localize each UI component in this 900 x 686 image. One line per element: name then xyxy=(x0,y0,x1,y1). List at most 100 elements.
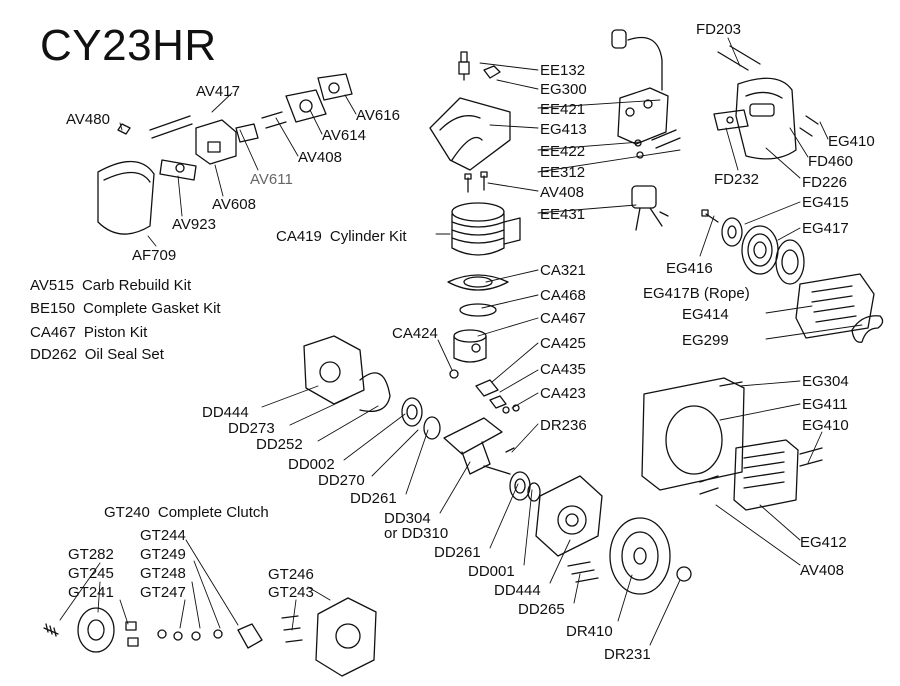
part-label: EG304 xyxy=(802,373,849,390)
cylinder xyxy=(451,202,521,256)
intake-boot xyxy=(285,89,327,123)
part-label: CA468 xyxy=(540,287,586,304)
part-label: DR231 xyxy=(604,646,651,663)
part-label: AV408 xyxy=(800,562,844,579)
part-label: EG414 xyxy=(682,306,729,323)
part-label: AV614 xyxy=(322,127,366,144)
part-label: AV480 xyxy=(66,111,110,128)
kit-row: DD262 Oil Seal Set xyxy=(30,347,164,362)
part-label: GT247 xyxy=(140,584,186,601)
kit-code: BE150 xyxy=(30,300,76,317)
part-label: EG410 xyxy=(802,417,849,434)
cylinder-cover xyxy=(429,97,511,171)
part-label: EG416 xyxy=(666,260,713,277)
clutch-kit-label: GT240 Complete Clutch xyxy=(104,505,269,520)
part-label: GT243 xyxy=(268,584,314,601)
kit-code: CA467 xyxy=(30,324,76,341)
part-label: FD460 xyxy=(808,153,854,170)
crankcase-left xyxy=(303,335,365,405)
recoil-starter xyxy=(733,439,799,511)
leader-lines xyxy=(59,37,863,646)
part-label: DD265 xyxy=(518,601,565,618)
flywheel-nut xyxy=(676,566,692,582)
av611-gasket xyxy=(235,123,259,143)
part-label: EG413 xyxy=(540,121,587,138)
ignition-coil xyxy=(611,29,669,145)
coil-screws xyxy=(634,129,681,159)
part-label: EG410 xyxy=(828,133,875,150)
av616-gasket xyxy=(317,73,353,101)
pulley-screw xyxy=(701,209,719,223)
kit-desc: Piston Kit xyxy=(83,324,148,341)
crankcase-right xyxy=(535,475,603,557)
part-label: GT249 xyxy=(140,546,186,563)
gt282-spring xyxy=(43,623,59,637)
part-label: CA321 xyxy=(540,262,586,279)
part-label: EG412 xyxy=(800,534,847,551)
part-label: DD261 xyxy=(434,544,481,561)
av417-screws xyxy=(149,115,193,139)
needle-bearing xyxy=(489,395,507,409)
part-label: DR410 xyxy=(566,623,613,640)
clutch-housing-bolts xyxy=(281,615,303,643)
carburetor xyxy=(195,119,237,165)
part-label: DD273 xyxy=(228,420,275,437)
av480-part xyxy=(117,123,131,135)
part-label: AV417 xyxy=(196,83,240,100)
crankcase-screws xyxy=(567,561,599,583)
part-label: AV608 xyxy=(212,196,256,213)
part-label: EG415 xyxy=(802,194,849,211)
part-label: EE312 xyxy=(540,164,586,181)
starter-spring xyxy=(741,225,779,275)
wrist-pin xyxy=(475,379,499,397)
part-label: FD203 xyxy=(696,21,742,38)
part-label: DR236 xyxy=(540,417,587,434)
clutch-shoes xyxy=(77,607,115,653)
kit-desc: Oil Seal Set xyxy=(84,346,164,363)
muffler-screws xyxy=(799,115,819,137)
kit-code: DD262 xyxy=(30,346,77,363)
spark-plug xyxy=(458,51,470,81)
air-filter xyxy=(97,160,155,235)
cylinder-gasket xyxy=(447,274,509,291)
kit-row: CA467 Piston Kit xyxy=(30,325,147,340)
part-label: DD002 xyxy=(288,456,335,473)
part-label: AV408 xyxy=(298,149,342,166)
part-label: EE422 xyxy=(540,143,586,160)
kit-code: CA419 xyxy=(276,228,322,245)
crankcase-gasket xyxy=(359,372,391,413)
part-label: or DD310 xyxy=(384,525,449,542)
clutch-washers xyxy=(157,629,223,641)
kit-desc: Complete Clutch xyxy=(157,504,269,521)
piston-ring xyxy=(459,303,497,317)
flywheel xyxy=(609,517,671,595)
kit-code: GT240 xyxy=(104,504,150,521)
fan-housing xyxy=(641,377,745,491)
kill-switch xyxy=(631,185,669,231)
part-label: DD270 xyxy=(318,472,365,489)
part-label: GT245 xyxy=(68,565,114,582)
part-label: EG299 xyxy=(682,332,729,349)
piston xyxy=(453,329,487,363)
av408-screws xyxy=(261,111,287,129)
muffler-gasket xyxy=(713,109,749,131)
starter-handle xyxy=(851,315,884,343)
cover-screws xyxy=(464,171,488,193)
part-label: DD001 xyxy=(468,563,515,580)
part-label: GT282 xyxy=(68,546,114,563)
kit-code: AV515 xyxy=(30,277,74,294)
muffler-bolts xyxy=(717,45,761,71)
part-label: GT241 xyxy=(68,584,114,601)
oil-seal-left xyxy=(423,416,441,440)
clutch-drum-plate xyxy=(237,623,263,649)
part-label: GT246 xyxy=(268,566,314,583)
part-label: EE132 xyxy=(540,62,586,79)
part-label: CA423 xyxy=(540,385,586,402)
part-label: DD444 xyxy=(494,582,541,599)
fan-housing-screw xyxy=(719,381,743,387)
crankshaft xyxy=(443,417,511,475)
part-label: EG411 xyxy=(802,396,848,413)
